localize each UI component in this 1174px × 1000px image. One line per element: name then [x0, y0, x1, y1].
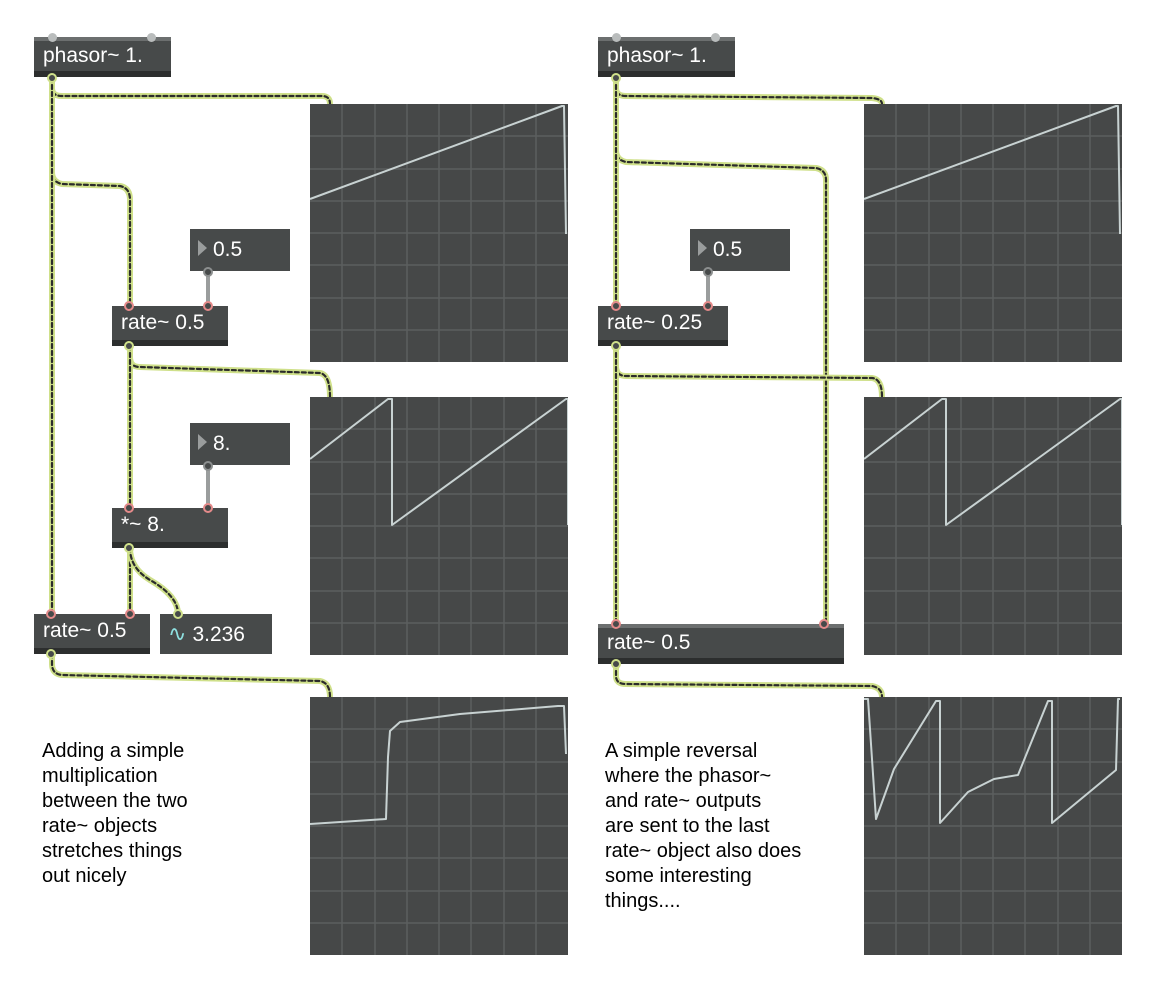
- rate-number-value-right: 0.5: [713, 238, 743, 261]
- patch-cord-dash: [614, 344, 884, 399]
- inlet-stub: [147, 33, 156, 42]
- number-outlet[interactable]: [203, 461, 213, 471]
- rate-object-right[interactable]: rate~ 0.25: [598, 306, 728, 346]
- scope-trace: [864, 698, 1120, 824]
- patch-cord-dash: [50, 76, 332, 106]
- inlet-stub: [612, 33, 621, 42]
- patch-cord[interactable]: [613, 661, 885, 700]
- patch-cord[interactable]: [49, 75, 133, 309]
- rate-inlet-right-right[interactable]: [703, 301, 713, 311]
- multiply-object[interactable]: *~ 8.: [112, 508, 228, 548]
- rate-number-box-right[interactable]: 0.5: [690, 229, 790, 271]
- triangle-right-icon: [698, 240, 707, 257]
- rate-number-value: 0.5: [213, 238, 243, 261]
- patch-cord[interactable]: [613, 343, 885, 400]
- mult-inlet-right[interactable]: [203, 503, 213, 513]
- signal-value: 3.236: [192, 623, 245, 646]
- scope-final-left[interactable]: [310, 697, 568, 955]
- rate-final-object[interactable]: rate~ 0.5: [34, 614, 150, 654]
- mult-number-value: 8.: [213, 432, 231, 455]
- scope-phasor-right[interactable]: [864, 104, 1122, 362]
- mult-number-box[interactable]: 8.: [190, 423, 290, 465]
- scope-trace: [864, 398, 1122, 526]
- rate-final-inlet-left[interactable]: [46, 609, 56, 619]
- rate-inlet-left[interactable]: [124, 301, 134, 311]
- rate-final-inlet-left-right[interactable]: [611, 619, 621, 629]
- patch-cord-dash: [50, 76, 132, 308]
- scope-trace: [310, 705, 567, 825]
- scope-trace: [864, 105, 1121, 235]
- patch-cord[interactable]: [613, 75, 885, 107]
- patch-cord-dash: [50, 652, 332, 699]
- rate-object[interactable]: rate~ 0.5: [112, 306, 228, 346]
- rate-outlet-right[interactable]: [611, 341, 621, 351]
- rate-final-object-right[interactable]: rate~ 0.5: [598, 624, 844, 664]
- scope-rate-left[interactable]: [310, 397, 568, 655]
- rate-inlet-left-right[interactable]: [611, 301, 621, 311]
- scope-final-right[interactable]: [864, 697, 1122, 955]
- triangle-right-icon: [198, 240, 207, 257]
- mult-inlet-left[interactable]: [124, 503, 134, 513]
- scope-trace: [310, 105, 567, 235]
- rate-number-box[interactable]: 0.5: [190, 229, 290, 271]
- rate-final-inlet-right[interactable]: [125, 609, 135, 619]
- rate-final-inlet-right-right[interactable]: [819, 619, 829, 629]
- mult-outlet[interactable]: [124, 543, 134, 553]
- inlet-stub: [48, 33, 57, 42]
- phasor-outlet[interactable]: [47, 73, 57, 83]
- phasor-outlet-right[interactable]: [611, 73, 621, 83]
- scope-rate-right[interactable]: [864, 397, 1122, 655]
- inlet-stub: [711, 33, 720, 42]
- rate-outlet[interactable]: [124, 341, 134, 351]
- scope-phasor-left[interactable]: [310, 104, 568, 362]
- phasor-object-right[interactable]: phasor~ 1.: [598, 37, 735, 77]
- patch-cord[interactable]: [127, 343, 333, 400]
- patch-cord-dash: [128, 546, 180, 616]
- signal-wave-icon: ∿: [168, 621, 187, 646]
- signal-number-display[interactable]: ∿3.236: [160, 614, 272, 654]
- signal-display-inlet[interactable]: [173, 609, 183, 619]
- rate-final-outlet-right[interactable]: [611, 659, 621, 669]
- patch-cord[interactable]: [49, 75, 333, 107]
- phasor-object[interactable]: phasor~ 1.: [34, 37, 171, 77]
- patch-cord[interactable]: [127, 545, 181, 617]
- left-comment: Adding a simple multiplication between t…: [42, 740, 188, 887]
- number-outlet[interactable]: [703, 267, 713, 277]
- triangle-right-icon: [198, 434, 207, 451]
- rate-final-outlet[interactable]: [46, 649, 56, 659]
- rate-inlet-right[interactable]: [203, 301, 213, 311]
- number-outlet[interactable]: [203, 267, 213, 277]
- right-comment: A simple reversal where the phasor~ and …: [605, 740, 802, 912]
- scope-trace: [310, 398, 568, 526]
- patch-cord[interactable]: [613, 75, 829, 627]
- patch-cord-dash: [614, 662, 884, 699]
